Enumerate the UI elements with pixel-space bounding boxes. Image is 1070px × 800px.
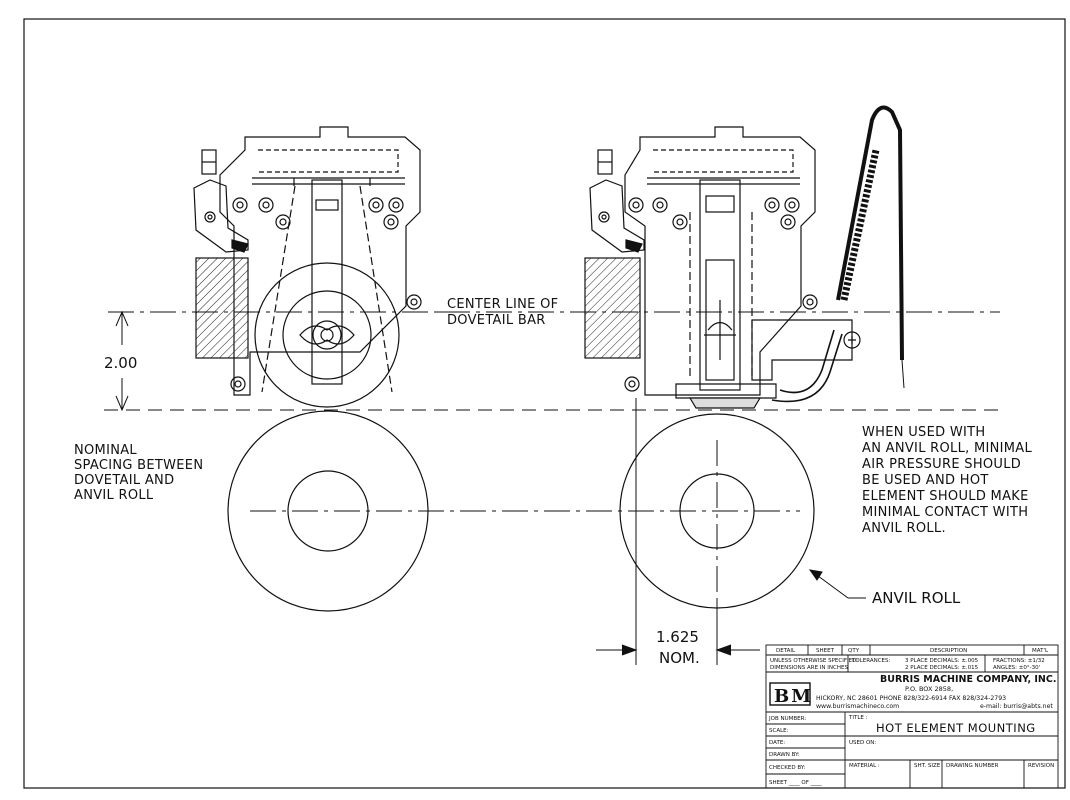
fractions-text: FRACTIONS: ±1/32 [993,658,1045,664]
tol-3place: 3 PLACE DECIMALS: ±.005 [905,658,979,664]
note-line-5: ELEMENT SHOULD MAKE [862,489,1029,504]
hot-element-cord [836,105,904,361]
field-job-number: JOB NUMBER: [768,716,806,722]
note-line-3: AIR PRESSURE SHOULD [862,457,1021,472]
left-wheel [254,262,400,408]
anvil-roll-label: ANVIL ROLL [872,589,961,607]
logo-text: BM [774,686,813,707]
center-line-label-2: DOVETAIL BAR [447,313,546,328]
left-fasteners [204,197,422,392]
angles-text: ANGLES: ±0°-30' [993,665,1040,671]
right-fasteners [598,197,818,392]
note-line-7: ANVIL ROLL. [862,521,946,536]
website: www.burrismachineco.com [816,703,899,710]
field-used-on: USED ON: [849,740,876,746]
po-box: P.O. BOX 2858, [905,685,953,693]
field-sheet-of: SHEET ____ OF ____ [769,780,822,786]
hdr-detail: DETAIL [776,648,796,654]
tolerances-label: TOLERANCES: [851,658,891,664]
drawing-border [23,18,1066,789]
nominal-spacing-1: NOMINAL [74,443,137,458]
hdr-description: DESCRIPTION [930,648,967,654]
center-line-label-1: CENTER LINE OF [447,297,558,312]
hdr-qty: QTY [848,648,860,654]
note-line-2: AN ANVIL ROLL, MINIMAL [862,441,1033,456]
field-revision: REVISION [1028,763,1054,769]
field-title-label: TITLE : [848,715,868,721]
address: HICKORY, NC 28601 PHONE 828/322-6914 FAX… [816,695,1006,702]
nominal-spacing-2: SPACING BETWEEN [74,458,203,473]
note-line-6: MINIMAL CONTACT WITH [862,505,1028,520]
nominal-spacing-3: DOVETAIL AND [74,473,174,488]
hdr-sheet: SHEET [816,648,835,654]
field-checked-by: CHECKED BY: [769,765,805,771]
field-drawing-number: DRAWING NUMBER [946,763,999,769]
right-view [584,105,905,409]
drawing-title: HOT ELEMENT MOUNTING [876,721,1036,735]
field-drawn-by: DRAWN BY: [769,752,800,758]
left-view [193,126,422,408]
unless-text: UNLESS OTHERWISE SPECIFIED: [770,658,858,664]
right-side-bracket [751,319,853,381]
dim-1-625-nom: NOM. [659,649,700,667]
left-vertical-arm [311,179,343,385]
left-housing-outline [219,126,421,396]
right-dovetail-bar [584,257,641,359]
dims-inches-text: DIMENSIONS ARE IN INCHES [770,665,848,671]
company-logo [769,682,811,706]
nominal-spacing-4: ANVIL ROLL [74,488,154,503]
title-block [765,644,1059,789]
field-scale: SCALE: [769,728,789,734]
right-housing-outline [624,126,816,396]
email: e-mail: burris@abts.net [980,702,1053,710]
note-line-4: BE USED AND HOT [862,473,989,488]
company-name: BURRIS MACHINE COMPANY, INC. [880,674,1056,685]
dimension-1-625 [596,398,760,665]
dim-1-625-value: 1.625 [656,628,699,646]
left-dovetail-bar [195,257,249,359]
hdr-matl: MAT'L [1032,648,1049,654]
field-sht-size: SHT. SIZE [914,763,941,769]
dim-2-00-text: 2.00 [104,354,137,372]
dimension-2-00 [115,310,129,412]
right-element-column [699,179,741,391]
tol-2place: 2 PLACE DECIMALS: ±.015 [905,665,979,671]
left-anvil-roll [227,410,429,612]
field-material: MATERIAL : [849,763,880,769]
anvil-roll-leader [808,569,866,599]
field-date: DATE: [769,740,785,746]
note-line-1: WHEN USED WITH [862,425,985,440]
